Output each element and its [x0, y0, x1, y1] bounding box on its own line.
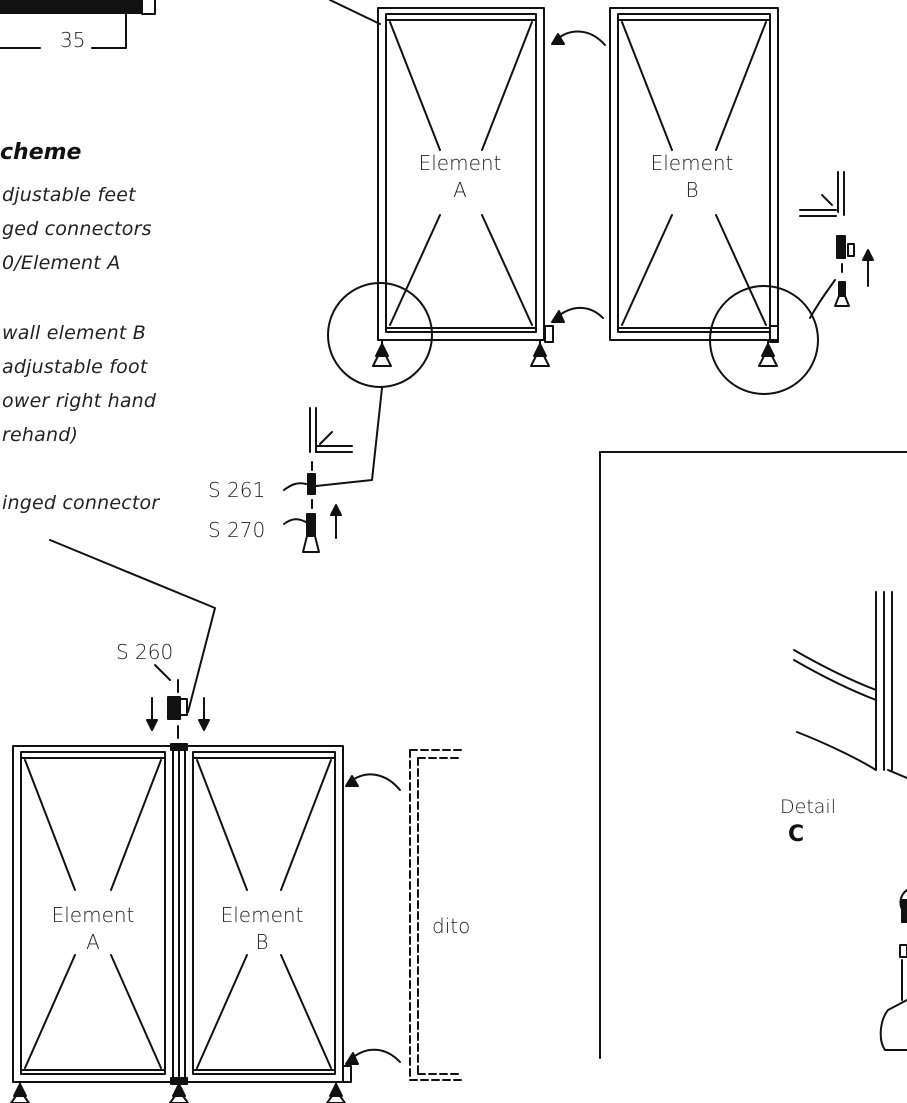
instructions-heading: cheme [0, 140, 82, 165]
part-label-s260: S 260 [116, 640, 174, 664]
detail-c-label: Detail [780, 796, 836, 818]
instruction-line-5: adjustable foot [2, 356, 148, 378]
label-element-b-top-letter: B [685, 178, 699, 202]
label-element-b-top: Element B [642, 150, 742, 204]
page-number: 35 [60, 28, 86, 52]
instruction-line-8: inged connector [2, 492, 160, 514]
detail-c-box [599, 451, 907, 1059]
label-element-a-top-name: Element [418, 151, 502, 175]
leader-circle-a [315, 387, 383, 487]
label-element-a-bottom-name: Element [51, 903, 135, 927]
label-element-a-bottom-letter: A [86, 930, 100, 954]
label-element-b-top-name: Element [650, 151, 734, 175]
detail-connector-a [283, 407, 353, 553]
leader-line-top [329, 0, 381, 25]
leader-circle-b [809, 279, 836, 319]
instruction-line-4: wall element B [2, 322, 147, 344]
instruction-line-7: rehand) [2, 424, 79, 446]
rotate-arrows-top [551, 30, 606, 323]
part-label-s261: S 261 [208, 478, 266, 502]
rotate-arrows-bottom [345, 773, 401, 1065]
ditto-panel-outline [409, 749, 463, 1081]
logo-fragment [0, 0, 156, 49]
detail-connector-b [799, 171, 874, 307]
ditto-label: dito [432, 914, 471, 938]
instruction-line-6: ower right hand [2, 390, 157, 412]
panel-element-a-bottom [10, 745, 174, 1103]
detail-circle-a [327, 282, 433, 388]
hinge-s260 [146, 664, 210, 739]
panel-element-a-top [372, 7, 554, 367]
label-element-b-bottom: Element B [212, 902, 312, 956]
instruction-line-3: 0/Element A [2, 252, 121, 274]
detail-c-letter: C [788, 822, 805, 847]
label-element-a-top: Element A [410, 150, 510, 204]
label-element-b-bottom-letter: B [255, 930, 269, 954]
detail-circle-b [709, 285, 819, 395]
instruction-line-1: djustable feet [2, 184, 136, 206]
panel-element-b-bottom [184, 745, 352, 1103]
instruction-line-2: ged connectors [2, 218, 152, 240]
label-element-b-bottom-name: Element [220, 903, 304, 927]
label-element-a-top-letter: A [453, 178, 467, 202]
panel-element-b-top [609, 7, 779, 367]
label-element-a-bottom: Element A [43, 902, 143, 956]
leader-line-bottom [49, 539, 216, 713]
part-label-s270: S 270 [208, 518, 266, 542]
